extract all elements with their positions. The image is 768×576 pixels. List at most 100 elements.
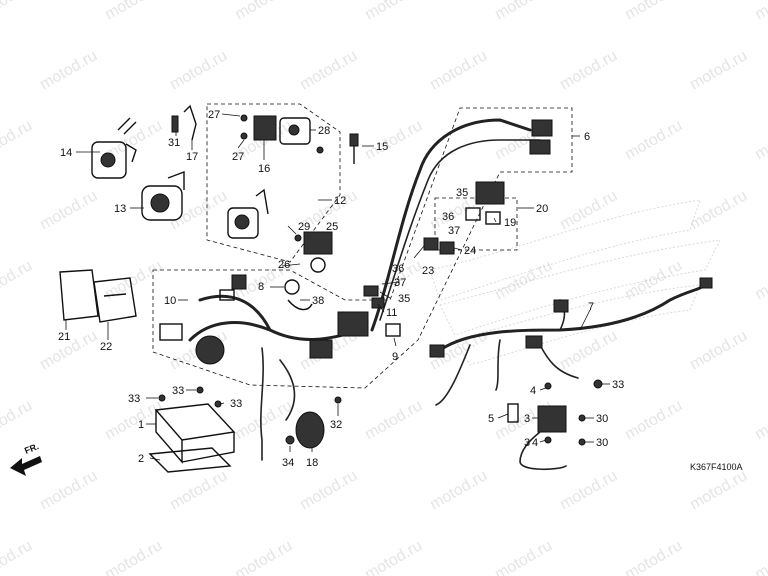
ignition-coil [507,403,586,471]
watermark-text: motod.ru [622,0,685,23]
watermark-text: motod.ru [37,467,100,513]
watermark-text: motod.ru [557,47,620,93]
watermark-text: motod.ru [752,117,768,163]
callout-29: 29 [298,221,310,233]
watermark-text: motod.ru [232,537,295,576]
watermark-text: motod.ru [687,327,750,373]
unit-cover [59,269,137,323]
callout-34: 34 [282,457,294,469]
watermark-text: motod.ru [167,47,230,93]
ignition-key [349,133,359,164]
callout-6: 6 [584,131,590,143]
callout-33b: 33 [172,385,184,397]
watermark-text: motod.ru [0,257,35,303]
callout-12: 12 [334,195,346,207]
callout-4: 4 [530,385,536,397]
front-harness-cluster [159,118,553,461]
callout-30: 30 [596,413,608,425]
callout-31: 31 [168,137,180,149]
watermark-text: motod.ru [752,397,768,443]
watermark-text: motod.ru [622,117,685,163]
rear-main-harness [429,277,713,406]
watermark-text: motod.ru [557,327,620,373]
watermark-text: motod.ru [0,537,35,576]
callout-36: 36 [392,263,404,275]
callout-4b: 4 [532,437,538,449]
watermark-text: motod.ru [37,47,100,93]
front-direction-arrow: FR. [10,441,42,476]
callout-36b: 36 [442,211,454,223]
group-box-relay [434,197,518,251]
callout-15: 15 [376,141,388,153]
watermark-text: motod.ru [102,0,165,23]
watermark-text: motod.ru [102,537,165,576]
watermark-text: motod.ru [37,187,100,233]
horn [285,396,342,449]
watermark-text: motod.ru [362,537,425,576]
callout-33c: 33 [230,398,242,410]
callout-25: 25 [326,221,338,233]
callout-37b: 37 [448,225,460,237]
watermark-text: motod.ru [752,257,768,303]
relay-parts [423,181,505,255]
callout-30b: 30 [596,437,608,449]
callout-9: 9 [392,351,398,363]
callout-23: 23 [422,265,434,277]
callout-18: 18 [306,457,318,469]
callout-2: 2 [138,453,144,465]
diagram-code: K367F4100A [690,462,743,472]
callout-1: 1 [138,419,144,431]
callout-3b: 3 [524,437,530,449]
callout-7: 7 [588,301,594,313]
callout-32: 32 [330,419,342,431]
watermark-text: motod.ru [492,0,555,23]
group-box-ignition-switch [206,103,341,263]
callout-37: 37 [394,277,406,289]
callout-28: 28 [318,125,330,137]
callout-13: 13 [114,203,126,215]
callout-10: 10 [164,295,176,307]
watermark-text: motod.ru [0,0,35,23]
callout-14: 14 [60,147,72,159]
callout-20: 20 [536,203,548,215]
watermark-text: motod.ru [362,0,425,23]
callout-8: 8 [258,281,264,293]
callout-35: 35 [398,293,410,305]
watermark-text: motod.ru [362,397,425,443]
callout-11: 11 [386,307,397,319]
watermark-text: motod.ru [167,467,230,513]
watermark-text: motod.ru [232,0,295,23]
watermark-text: motod.ru [622,537,685,576]
watermark-text: motod.ru [167,187,230,233]
lock-pin [171,104,197,141]
callout-17: 17 [186,151,198,163]
leader-lines [65,113,610,461]
watermark-text: motod.ru [0,397,35,443]
watermark-text: motod.ru [297,47,360,93]
watermark-text: motod.ru [557,187,620,233]
watermark-text: motod.ru [687,187,750,233]
callout-19: 19 [504,217,516,229]
callout-21: 21 [58,331,70,343]
watermark-text: motod.ru [557,467,620,513]
watermark-text: motod.ru [297,467,360,513]
callout-22: 22 [100,341,112,353]
front-direction-label: FR. [23,441,40,456]
watermark-text: motod.ru [427,47,490,93]
watermark-text: motod.ru [362,117,425,163]
watermark-text: motod.ru [492,537,555,576]
watermark-text: motod.ru [752,537,768,576]
callout-16: 16 [258,163,270,175]
callout-5: 5 [488,413,494,425]
watermark-text: motod.ru [687,47,750,93]
key-cylinder-assembly [91,117,137,179]
callout-26: 26 [278,259,290,271]
group-box-main-harness [152,107,573,389]
control-unit [148,386,236,473]
callout-3: 3 [524,413,530,425]
callout-24: 24 [464,245,476,257]
callout-38: 38 [312,295,324,307]
callout-27b: 27 [232,151,244,163]
ignition-switch-body [227,114,324,242]
